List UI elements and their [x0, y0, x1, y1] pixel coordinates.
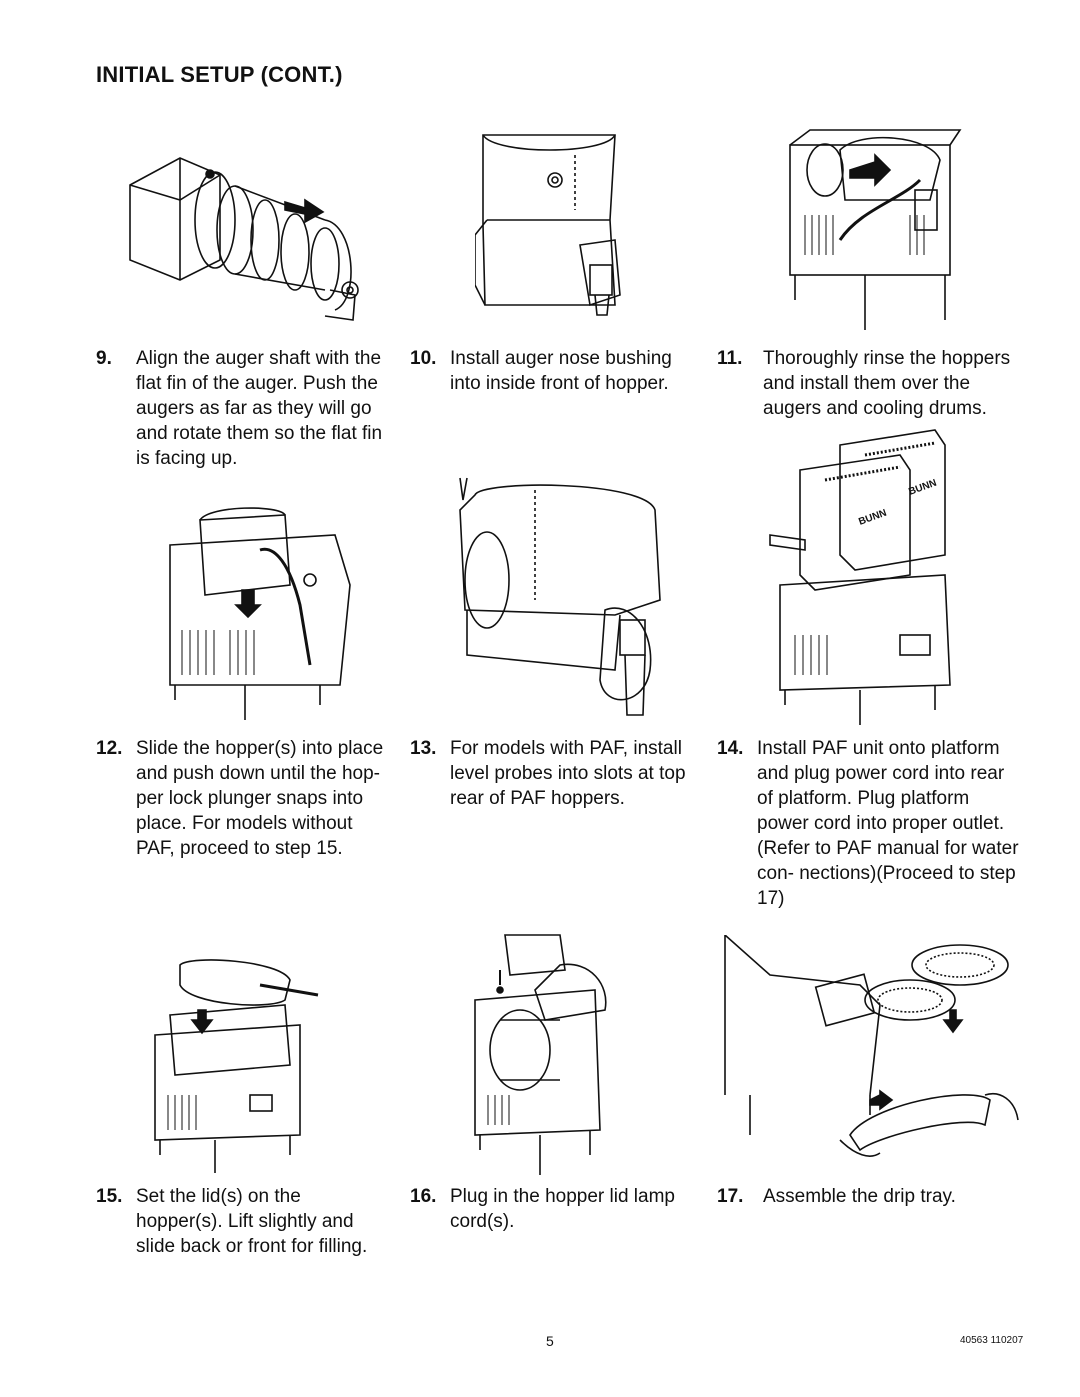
step-text: Plug in the hopper lid lamp cord(s). — [450, 1186, 675, 1232]
brand-label-2: BUNN — [907, 478, 938, 498]
step-text: Install auger nose bushing into inside f… — [450, 348, 672, 394]
step-number: 14. — [717, 738, 744, 759]
page-title: INITIAL SETUP (CONT.) — [96, 62, 343, 87]
page-number: 5 — [546, 1333, 554, 1349]
step-13: 13. For models with PAF, install level p… — [410, 736, 705, 811]
step-text: Slide the hopper(s) into place and push … — [136, 738, 384, 859]
step-number: 9. — [96, 348, 112, 369]
step-16: 16. Plug in the hopper lid lamp cord(s). — [410, 1184, 705, 1234]
step-12: 12. Slide the hopper(s) into place and p… — [96, 736, 390, 861]
step-9: 9. Align the auger shaft with the flat f… — [96, 346, 390, 471]
figure-paf-unit-platform: BUNN BUNN — [765, 425, 960, 725]
figure-paf-hopper-probe — [455, 470, 670, 725]
step-number: 17. — [717, 1186, 744, 1207]
step-10: 10. Install auger nose bushing into insi… — [410, 346, 705, 396]
step-text: Set the lid(s) on the hopper(s). Lift sl… — [136, 1186, 368, 1257]
step-number: 12. — [96, 738, 123, 759]
step-number: 11. — [717, 348, 743, 369]
step-number: 15. — [96, 1186, 123, 1207]
step-number: 13. — [410, 738, 437, 759]
figure-machine-hopper-install — [780, 120, 970, 330]
step-17: 17. Assemble the drip tray. — [717, 1184, 1019, 1209]
figure-drip-tray — [720, 935, 1020, 1180]
step-text: For models with PAF, install level probe… — [450, 738, 686, 809]
step-14: 14. Install PAF unit onto platform and p… — [717, 736, 1019, 911]
step-text: Install PAF unit onto platform and plug … — [757, 738, 1019, 909]
figure-lid-lamp-cord — [460, 930, 620, 1175]
step-15: 15. Set the lid(s) on the hopper(s). Lif… — [96, 1184, 390, 1259]
step-11: 11. Thoroughly rinse the hoppers and ins… — [717, 346, 1019, 421]
brand-label-1: BUNN — [857, 508, 888, 528]
step-text: Align the auger shaft with the flat fin … — [136, 348, 383, 469]
step-text: Thoroughly rinse the hoppers and install… — [763, 348, 1011, 419]
document-id: 40563 110207 — [960, 1335, 1024, 1346]
figure-hopper-bushing — [475, 125, 635, 325]
step-number: 10. — [410, 348, 437, 369]
figure-auger-shaft — [125, 140, 395, 335]
figure-slide-hopper — [160, 505, 360, 725]
figure-lid-on-hopper — [150, 955, 320, 1175]
step-text: Assemble the drip tray. — [763, 1186, 956, 1207]
step-number: 16. — [410, 1186, 437, 1207]
